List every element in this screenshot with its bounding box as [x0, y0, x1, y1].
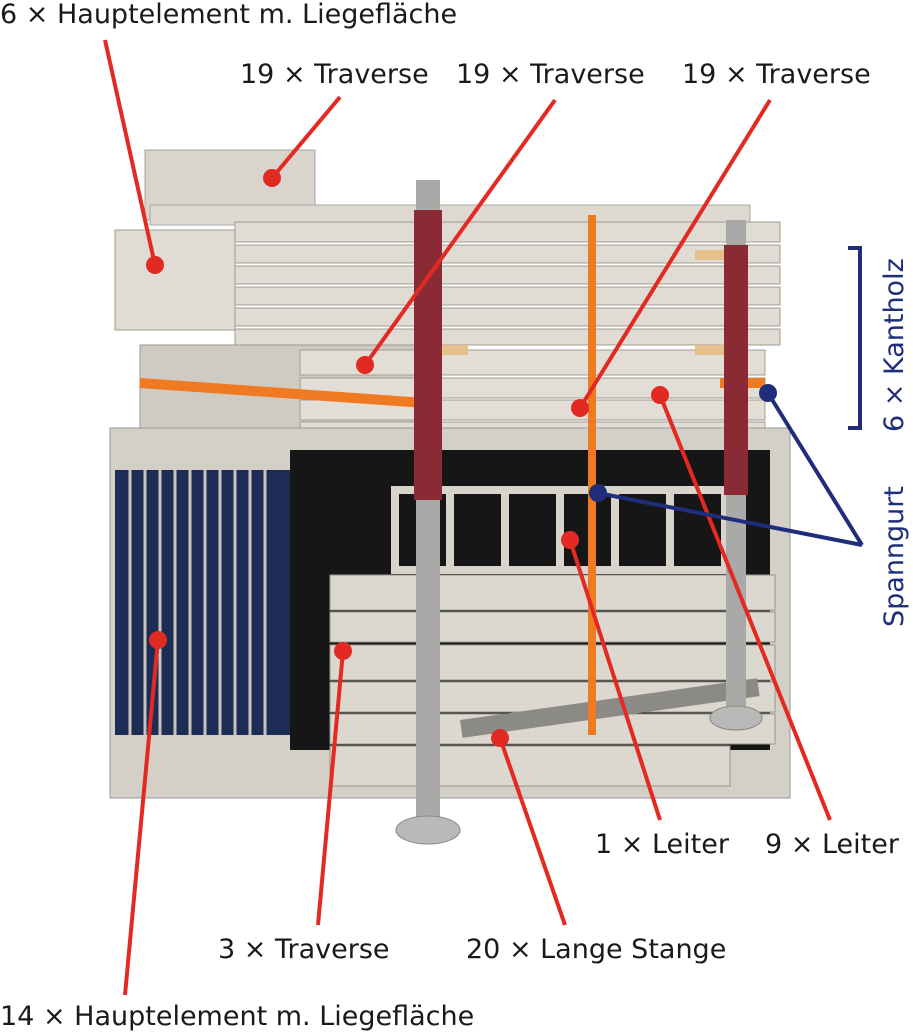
- label-traverse-a: 19 × Traverse: [240, 59, 429, 90]
- label-kantholz: 6 × Kantholz: [879, 258, 910, 432]
- leader-spanngurt-2: [597, 491, 863, 547]
- label-traverse-b: 19 × Traverse: [456, 59, 645, 90]
- leader-spanngurt-1: [766, 391, 864, 547]
- label-traverse-3: 3 × Traverse: [218, 934, 390, 965]
- leader-bottom-main: [123, 639, 160, 996]
- leader-lange-stange: [498, 737, 567, 926]
- label-bottom-main: 14 × Hauptelement m. Liegefläche: [0, 1001, 475, 1032]
- leader-traverse-a: [270, 95, 342, 180]
- label-lange-stange: 20 × Lange Stange: [466, 934, 727, 965]
- leader-traverse-b: [363, 98, 557, 367]
- marker-dot: [759, 384, 777, 402]
- marker-dot: [589, 484, 607, 502]
- marker-dot: [263, 169, 281, 187]
- poles: [395, 180, 763, 845]
- leader-leiter-9: [658, 394, 832, 821]
- leader-traverse-3: [316, 650, 345, 926]
- kantholz-bracket: [848, 246, 862, 430]
- marker-dot: [651, 386, 669, 404]
- leader-top-main: [103, 39, 157, 266]
- leader-leiter-1: [568, 539, 662, 821]
- marker-dot: [491, 729, 509, 747]
- lower-stack: [109, 215, 791, 799]
- label-leiter-1: 1 × Leiter: [595, 829, 729, 860]
- marker-dot: [146, 256, 164, 274]
- label-top-main: 6 × Hauptelement m. Liegefläche: [0, 0, 458, 30]
- label-spanngurt: Spanngurt: [879, 486, 910, 627]
- marker-dot: [561, 531, 579, 549]
- marker-dot: [356, 356, 374, 374]
- label-leiter-9: 9 × Leiter: [765, 829, 899, 860]
- marker-dot: [149, 631, 167, 649]
- leader-traverse-c: [578, 98, 772, 410]
- marker-dot: [571, 399, 589, 417]
- label-traverse-c: 19 × Traverse: [682, 59, 871, 90]
- marker-dot: [334, 642, 352, 660]
